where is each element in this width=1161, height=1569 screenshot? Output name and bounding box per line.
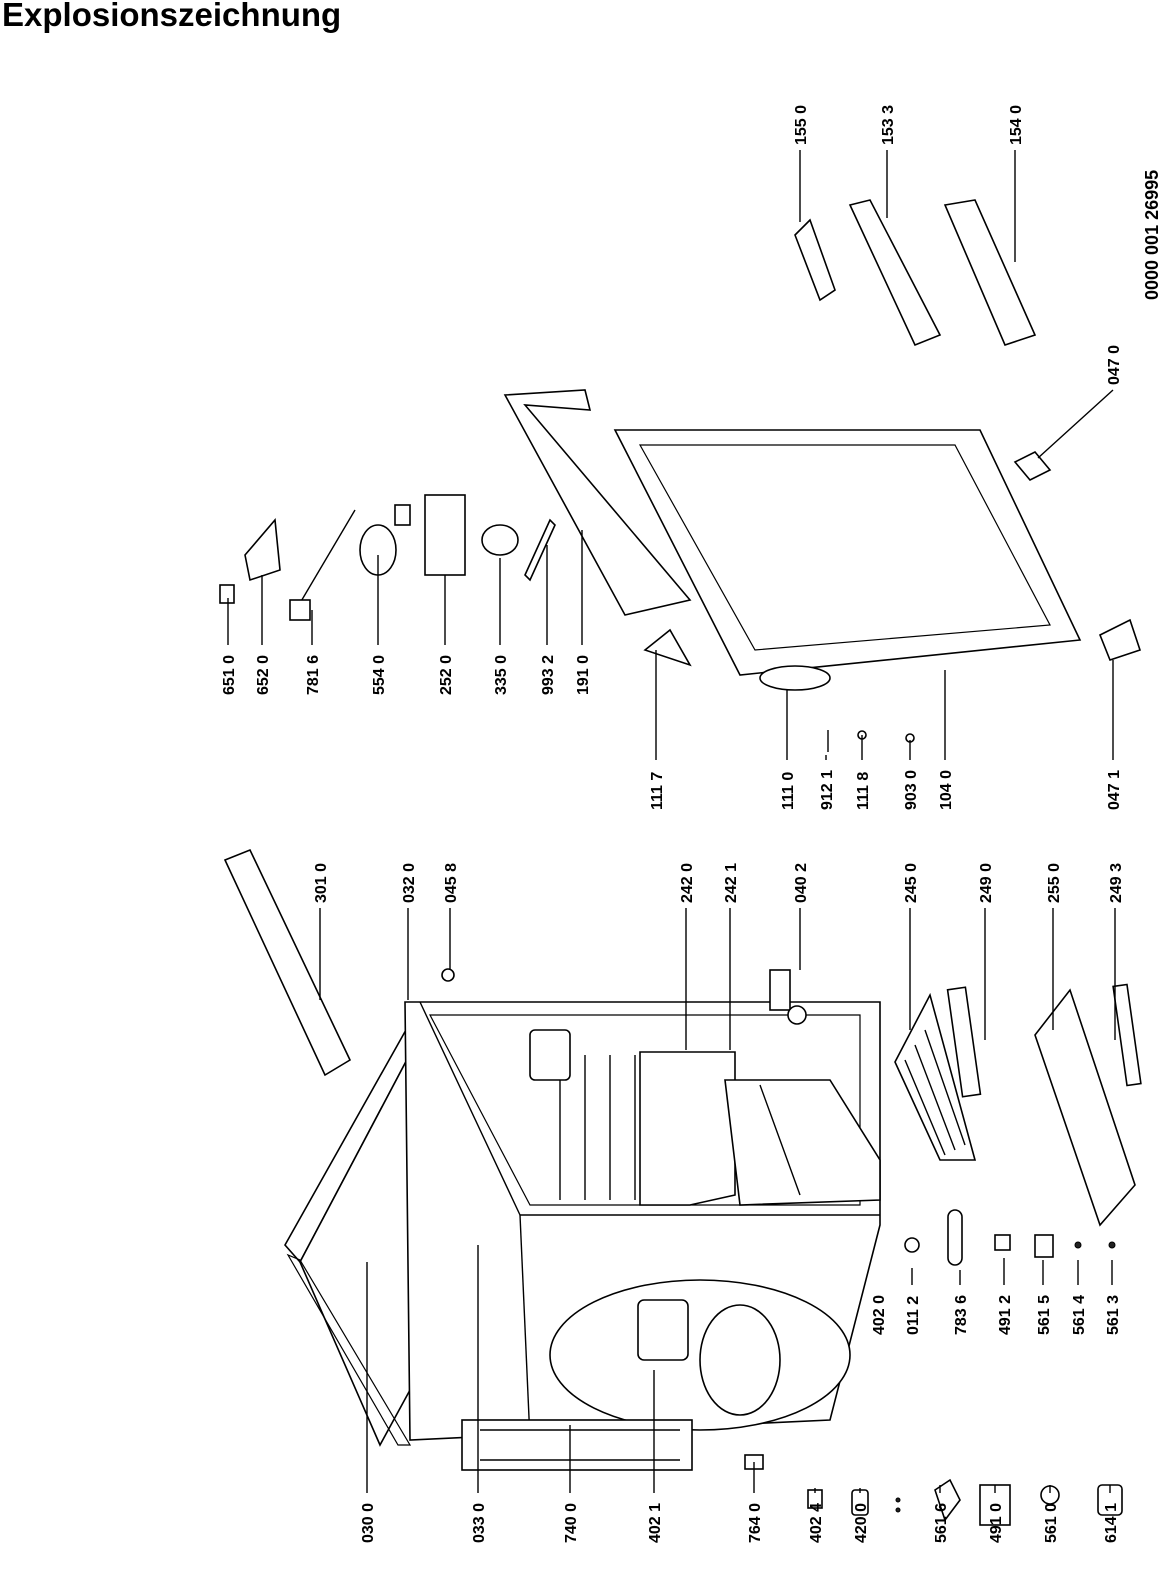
part-label: 402 1 — [647, 1503, 664, 1543]
part-label: 764 0 — [747, 1503, 764, 1543]
part-label: 011 2 — [905, 1296, 922, 1335]
part-label: 154 0 — [1008, 105, 1025, 145]
part-labels: 030 0 033 0 740 0 402 1 764 0 402 4 420 0 561 6… — [221, 105, 1125, 1543]
part-label: 111 8 — [855, 772, 872, 810]
part-label: 402 0 — [871, 1295, 888, 1335]
part-label: 104 0 — [938, 770, 955, 810]
part-label: 420 0 — [853, 1503, 870, 1543]
part-label: 111 7 — [649, 772, 666, 810]
part-label: 045 8 — [443, 863, 460, 903]
part-label: 191 0 — [575, 655, 592, 695]
part-label: 040 2 — [793, 863, 810, 903]
part-label: 155 0 — [793, 105, 810, 145]
part-label: 033 0 — [471, 1503, 488, 1543]
part-label: 740 0 — [563, 1503, 580, 1543]
part-label: 561 6 — [933, 1503, 950, 1543]
part-label: 245 0 — [903, 863, 920, 903]
part-label: 252 0 — [438, 655, 455, 695]
part-label: 032 0 — [401, 863, 418, 903]
part-label: 912 1 — [819, 770, 836, 810]
part-label: 030 0 — [360, 1503, 377, 1543]
part-label: 993 2 — [540, 655, 557, 695]
part-label: 249 0 — [978, 863, 995, 903]
electrical-parts — [219, 494, 556, 621]
part-label: 491 2 — [997, 1295, 1014, 1335]
part-label: 652 0 — [255, 655, 272, 695]
part-label: 783 6 — [953, 1295, 970, 1335]
part-label: 249 3 — [1108, 863, 1125, 903]
leader-lines — [227, 150, 1116, 1493]
cabinet-body — [223, 848, 881, 1471]
part-label: 561 5 — [1036, 1295, 1053, 1335]
part-label: 153 3 — [880, 105, 897, 145]
part-label: 111 0 — [780, 772, 797, 810]
document-number: 0000 001 26995 — [1142, 170, 1161, 300]
part-label: 242 0 — [679, 863, 696, 903]
part-label: 781 6 — [305, 655, 322, 695]
part-label: 402 4 — [808, 1503, 825, 1543]
part-label: 554 0 — [371, 655, 388, 695]
part-label: 301 0 — [313, 863, 330, 903]
part-label: 561 0 — [1043, 1503, 1060, 1543]
page-title: Explosionszeichnung — [2, 0, 342, 33]
part-label: 047 1 — [1106, 770, 1123, 810]
shelves — [894, 983, 1142, 1227]
part-label: 242 1 — [723, 863, 740, 903]
part-label: 335 0 — [493, 655, 510, 695]
part-label: 491 0 — [988, 1503, 1005, 1543]
part-label: 614 1 — [1103, 1503, 1120, 1543]
leader-line — [1037, 389, 1114, 459]
part-label: 903 0 — [903, 770, 920, 810]
door-assembly — [503, 389, 1142, 752]
part-label: 255 0 — [1046, 863, 1063, 903]
part-label: 651 0 — [221, 655, 238, 695]
door-shelves — [794, 199, 1037, 347]
part-label: 561 4 — [1071, 1295, 1088, 1335]
part-label: 047 0 — [1106, 345, 1123, 385]
part-label: 561 3 — [1105, 1295, 1122, 1335]
